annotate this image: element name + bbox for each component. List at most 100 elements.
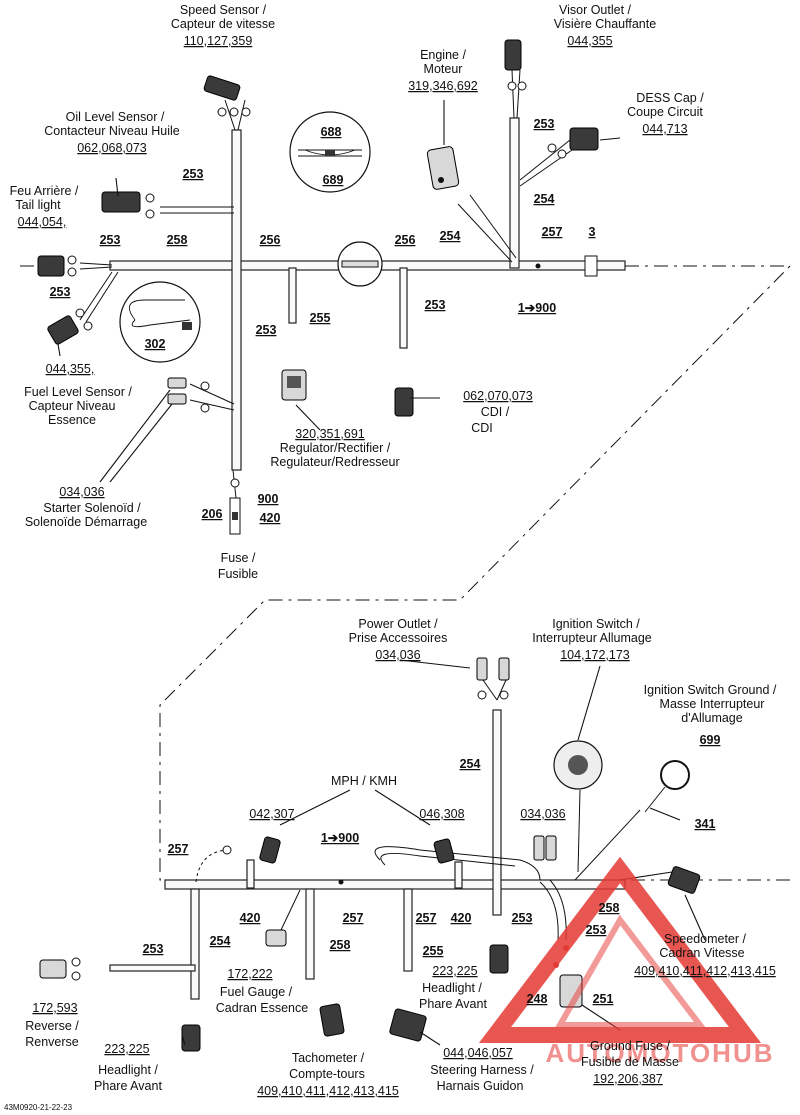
bref-420-right: 420 [451, 911, 472, 925]
detail-302: 302 [145, 337, 166, 351]
ignition-switch-wire [577, 789, 581, 873]
tachometer-name: Tachometer / [292, 1051, 365, 1065]
mph-left-drop [246, 859, 255, 889]
tachometer-pages: 409,410,411,412,413,415 [257, 1084, 399, 1098]
steering-pages: 044,046,057 [443, 1046, 513, 1060]
bref-254-vertical: 254 [460, 757, 481, 771]
power-outlet-connectors [476, 657, 510, 700]
fuel-gauge-connector [265, 929, 287, 947]
speed-branch-2 [237, 99, 246, 131]
ground-fuse-name-fr: Fusible de Masse [581, 1055, 679, 1069]
headlight-right-connector [489, 944, 509, 974]
engine-branch-wire [457, 203, 513, 263]
ref-257: 257 [542, 225, 563, 239]
dess-pointer [599, 137, 621, 141]
bref-251: 251 [593, 992, 614, 1006]
ignition-switch-name-fr: Interrupteur Allumage [532, 631, 652, 645]
bref-257-left: 257 [168, 842, 189, 856]
regulator-connector [281, 369, 307, 401]
bref-341: 341 [695, 817, 716, 831]
bref-255: 255 [423, 944, 444, 958]
fuel-level-connector [47, 308, 93, 345]
bref-258-mid: 258 [330, 938, 351, 952]
speedometer-connector [667, 866, 701, 894]
bref-253-right: 253 [586, 923, 607, 937]
mph-right-pages: 046,308 [419, 807, 464, 821]
speedometer-name-fr: Cadran Vitesse [659, 946, 744, 960]
mph-right-connector [433, 838, 455, 864]
speed-sensor-pages: 110,127,359 [184, 34, 253, 48]
regulator-name: Regulator/Rectifier / [280, 441, 391, 455]
headlight-right-name: Headlight / [422, 981, 482, 995]
ignition-ground-ring [644, 760, 690, 813]
ref-420: 420 [260, 511, 281, 525]
ref-256-left: 256 [260, 233, 281, 247]
reverse-connector [39, 957, 81, 981]
ignition-ground-name-fr: Masse Interrupteur [660, 697, 765, 711]
ignition-ground-name: Ignition Switch Ground / [644, 683, 777, 697]
regulator-branch [288, 267, 297, 324]
splice-dot [535, 263, 541, 269]
outlet-034-connector [533, 835, 557, 861]
dess-cap-name-fr: Coupe Circuit [627, 105, 703, 119]
visor-outlet-pages: 044,355 [567, 34, 612, 48]
mph-right-drop [454, 861, 463, 889]
cdi-pages: 062,070,073 [463, 389, 533, 403]
separator-line [159, 265, 792, 881]
power-outlet-pointer [399, 659, 471, 669]
engine-name-fr: Moteur [424, 62, 463, 76]
detail-splice-circle [337, 241, 383, 287]
steering-name: Steering Harness / [430, 1063, 534, 1077]
steering-branch [403, 888, 413, 972]
ignition-ground-ref: 699 [700, 733, 721, 747]
ref-253-right: 253 [534, 117, 555, 131]
power-outlet-name: Power Outlet / [358, 617, 438, 631]
headlight-left-connector [181, 1024, 201, 1052]
bref-253-reverse: 253 [143, 942, 164, 956]
power-outlet-wire-a [482, 679, 498, 701]
ref-253-tail: 253 [100, 233, 121, 247]
outlet-034-pages: 034,036 [520, 807, 565, 821]
fuse-name: Fuse / [221, 551, 256, 565]
starter-branch [189, 383, 235, 405]
bref-253-mid: 253 [512, 911, 533, 925]
headlight-left-pointer [181, 1034, 186, 1046]
figure-code: 43M0920-21-22-23 [4, 1103, 73, 1112]
headlight-left-name: Headlight / [98, 1063, 158, 1077]
oil-level-name-fr: Contacteur Niveau Huile [44, 124, 180, 138]
tachometer-connector [319, 1003, 345, 1037]
speedometer-pages: 409,410,411,412,413,415 [634, 964, 776, 978]
ref-206: 206 [202, 507, 223, 521]
ref-900: 900 [258, 492, 279, 506]
power-outlet-branch [492, 709, 502, 916]
fuel-level-branch [79, 271, 113, 321]
fuel-gauge-wire [280, 889, 301, 931]
detail-688: 688 [321, 125, 342, 139]
starter-branch-2 [189, 399, 235, 411]
speed-branch [224, 99, 236, 131]
right-vertical-harness [509, 117, 520, 269]
oil-level-pointer [115, 177, 119, 197]
fuel-level-name: Fuel Level Sensor / [24, 385, 132, 399]
detail-302-circle [119, 281, 201, 363]
speedometer-pointer [684, 894, 706, 941]
ground-fuse-pages: 192,206,387 [593, 1072, 663, 1086]
visor-branch [511, 69, 515, 119]
mph-kmh-label: MPH / KMH [331, 774, 397, 788]
left-vertical-harness [231, 129, 242, 471]
visor-outlet-name: Visor Outlet / [559, 3, 632, 17]
ref-253-oil: 253 [183, 167, 204, 181]
ref-1-900: 1➔900 [518, 301, 556, 315]
headlight-left-name-fr: Phare Avant [94, 1079, 162, 1093]
fuel-level-name-fr: Capteur Niveau [29, 399, 116, 413]
tail-light-name: Feu Arrière / [10, 184, 79, 198]
ref-253-fuel: 253 [50, 285, 71, 299]
detail-689: 689 [323, 173, 344, 187]
tail-light-pages: 044,054, [18, 215, 67, 229]
bref-420-left: 420 [240, 911, 261, 925]
starter-pointer-b [109, 403, 173, 483]
bottom-harness [109, 679, 673, 1000]
headlight-left-pages: 223,225 [104, 1042, 149, 1056]
regulator-pages: 320,351,691 [295, 427, 365, 441]
dess-cap-connector [547, 127, 599, 159]
